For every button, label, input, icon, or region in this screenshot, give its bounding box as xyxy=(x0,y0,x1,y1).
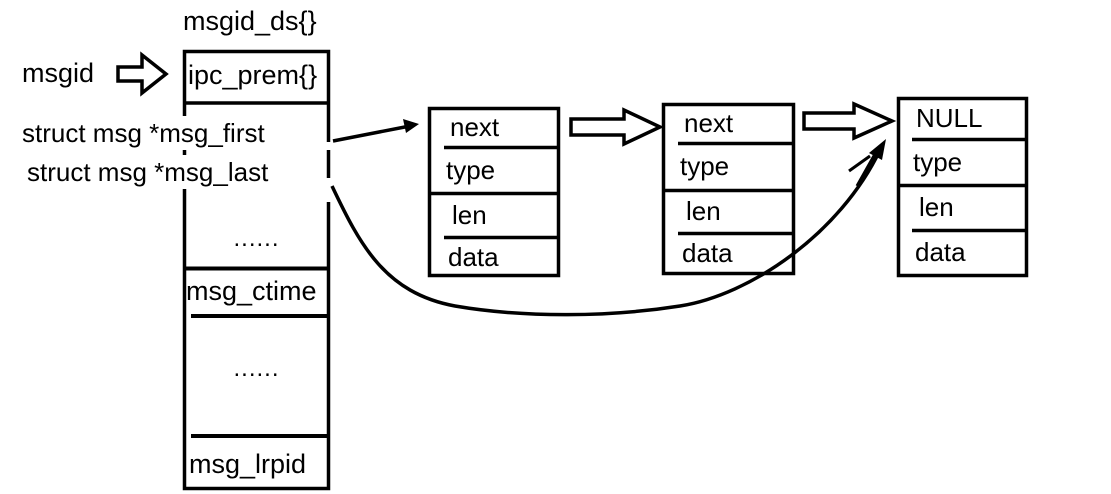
msg-first-pointer-label: struct msg *msg_first xyxy=(19,116,268,150)
node1-type: type xyxy=(446,155,496,185)
block-arrow-node2-node3-icon xyxy=(802,101,897,141)
node2-len: len xyxy=(686,196,721,226)
node1-data: data xyxy=(448,242,499,272)
node3-len: len xyxy=(919,192,954,222)
msg-last-curve-arrow xyxy=(330,149,882,317)
field-msg-ctime: msg_ctime xyxy=(186,276,317,306)
node3-data: data xyxy=(915,237,966,267)
node3-type: type xyxy=(913,147,963,177)
border-gap xyxy=(325,142,334,150)
struct-title-label: msgid_ds{} xyxy=(183,6,317,36)
block-arrow-node1-node2-icon xyxy=(569,107,665,147)
field-ellipsis-2: ...... xyxy=(233,355,280,382)
field-ellipsis-1: ...... xyxy=(233,225,280,252)
msg-last-arrowhead-sketch-stroke xyxy=(848,153,877,187)
field-msg-lrpid: msg_lrpid xyxy=(189,449,307,479)
msg-last-arrowhead-icon xyxy=(869,139,886,160)
node1-len: len xyxy=(452,200,487,230)
node1-next: next xyxy=(450,112,500,142)
border-gap xyxy=(325,178,334,202)
msg-first-arrowhead-icon xyxy=(403,119,419,133)
msg-last-pointer-label: struct msg *msg_last xyxy=(24,155,272,189)
node2-type: type xyxy=(680,151,730,181)
node3-next-null: NULL xyxy=(916,103,983,133)
field-ipc-prem: ipc_prem{} xyxy=(188,60,318,90)
node2-next: next xyxy=(684,108,734,138)
node2-data: data xyxy=(682,238,733,268)
block-arrow-msgid-icon xyxy=(116,51,169,97)
msg-first-arrow xyxy=(332,124,411,143)
msgid-handle-label: msgid xyxy=(22,58,95,88)
